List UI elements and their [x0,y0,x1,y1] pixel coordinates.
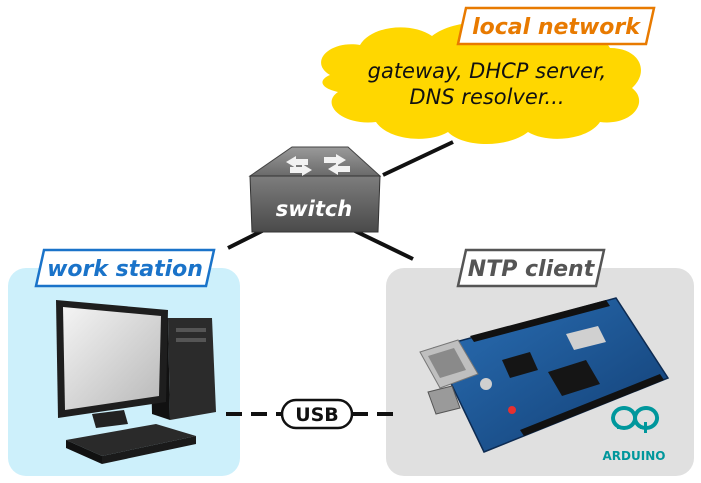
switch-arrows-icon [286,154,350,176]
workstation-label-text: work station [47,257,203,282]
monitor-icon [56,300,168,428]
switch-label: switch [276,197,353,221]
arduino-logo: ARDUINO [603,406,666,463]
client-panel: ARDUINO [386,268,694,476]
workstation-label: work station [34,248,216,288]
link-switch-client [352,228,414,261]
network-services-line2: DNS resolver... [409,85,564,109]
arduino-board-icon [419,297,670,453]
workstation-panel [8,268,240,476]
usb-link: USB [226,398,402,430]
link-switch-network [382,140,454,177]
network-services-line1: gateway, DHCP server, [368,59,607,83]
network-label: local network [456,6,656,46]
reset-button-icon [508,406,516,414]
client-label-text: NTP client [468,257,596,282]
network-label-text: local network [472,15,641,40]
keyboard-icon [66,424,196,464]
network-cloud: gateway, DHCP server, DNS resolver... [321,22,641,144]
arduino-logo-text: ARDUINO [603,449,666,463]
usb-label: USB [295,404,339,426]
client-label: NTP client [456,248,606,288]
network-switch: switch [248,146,382,233]
